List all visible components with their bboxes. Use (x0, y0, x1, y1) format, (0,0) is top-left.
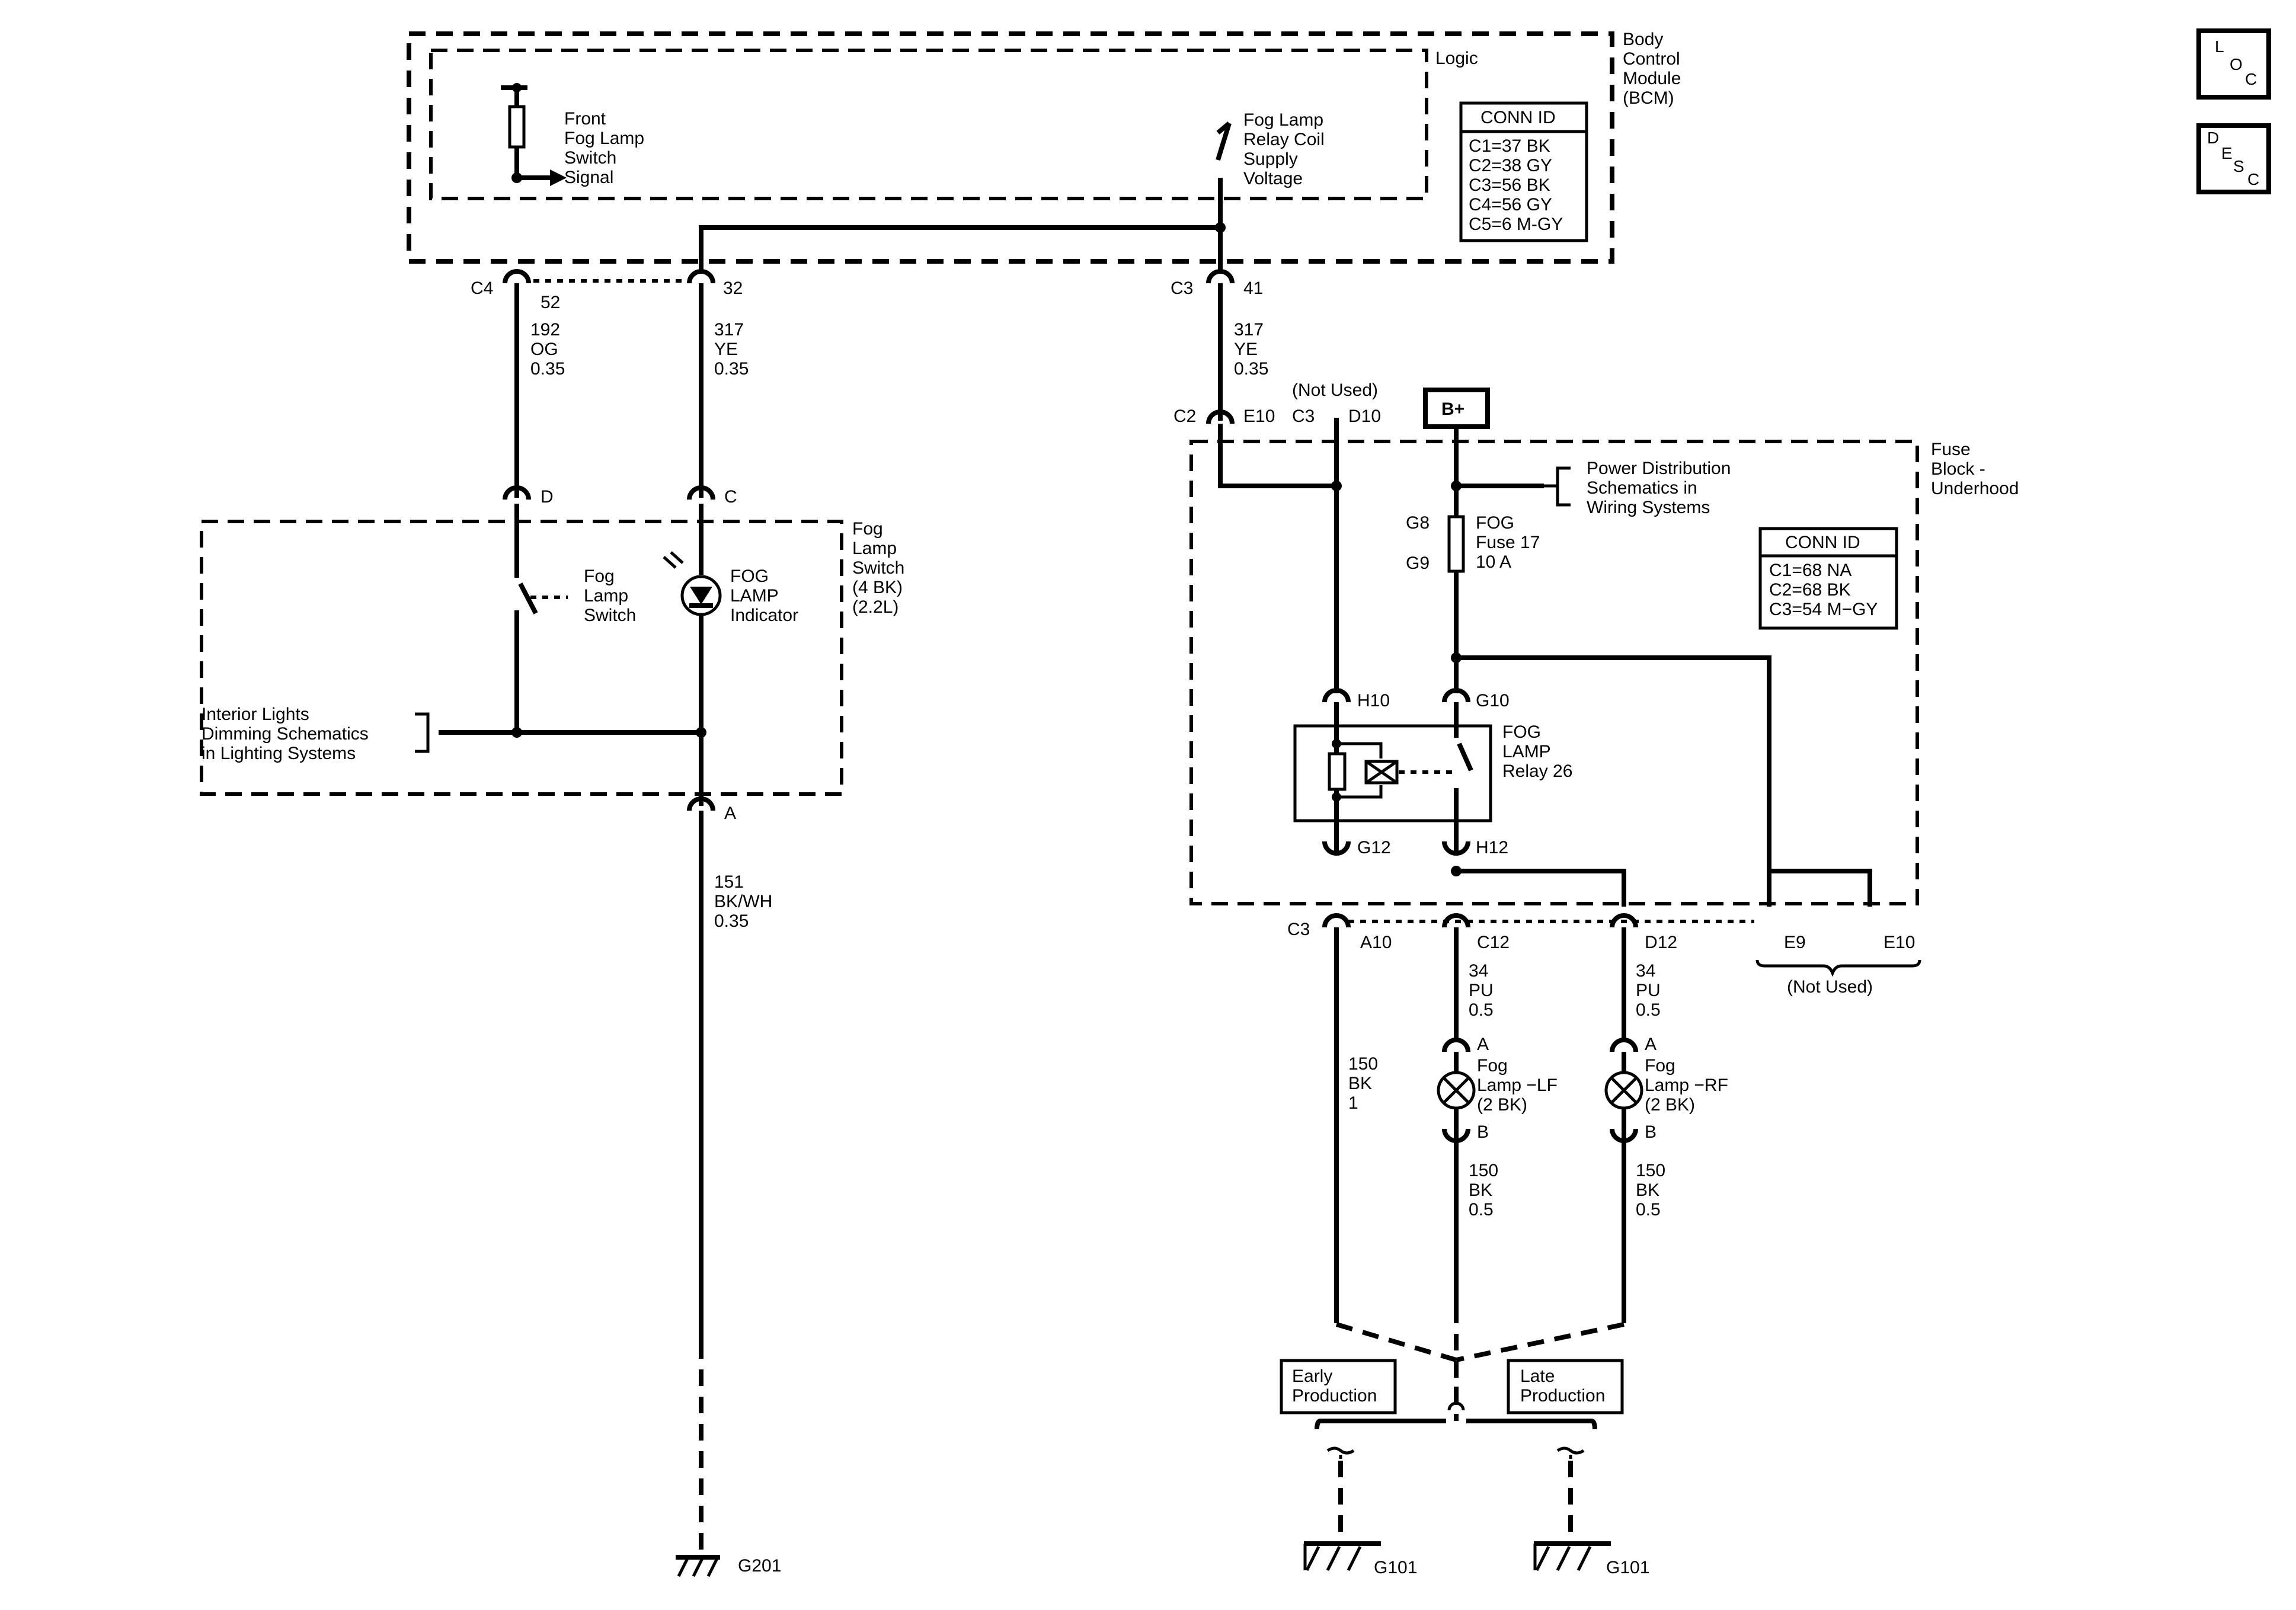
fb-conn-id-title: CONN ID (1785, 533, 1860, 552)
bcm-conn-id-title: CONN ID (1480, 108, 1556, 127)
bottom-e9-label: E9 (1784, 933, 1806, 952)
fog-fuse-label: FOG Fuse 17 10 A (1476, 513, 1545, 572)
battery-positive: B+ (1423, 388, 1490, 516)
fb-conn-row: C2=68 BK (1769, 580, 1851, 600)
bcm-switch-signal-input: Front Fog Lamp Switch Signal (501, 83, 649, 187)
switch-pin-c: C (724, 487, 737, 507)
fuse-block-underhood: Fuse Block - Underhood Power Distributio… (1189, 424, 2019, 907)
bcm-conn-row: C4=56 GY (1469, 195, 1552, 215)
bcm-conn-row: C3=56 BK (1469, 175, 1550, 195)
conn-32-pin: 32 (723, 279, 743, 298)
desc-letter: E (2221, 144, 2233, 162)
fog-lamp-switch: D C Fog Lamp Switch (4 BK) (2.2L) Fog La… (200, 485, 910, 823)
bplus-label: B+ (1441, 399, 1464, 419)
loc-letter: O (2230, 55, 2243, 73)
desc-legend-box: D E S C (2196, 123, 2271, 194)
bcm-switch-signal-label: Front Fog Lamp Switch Signal (564, 109, 649, 187)
bottom-e10-label: E10 (1884, 933, 1915, 952)
bcm-conn-row: C2=38 GY (1469, 156, 1552, 175)
fog-lamp-lf: A B Fog Lamp −LF (2 BK) (1437, 1035, 1562, 1143)
bottom-c12-label: C12 (1477, 933, 1510, 952)
wire-150-rf-label: 150 BK 0.5 (1636, 1161, 1670, 1219)
ground-g101-right: G101 (1533, 1446, 1649, 1577)
switch-pin-a: A (724, 804, 736, 823)
ground-g101-left: G101 (1303, 1446, 1417, 1577)
desc-letter: D (2207, 129, 2219, 147)
relay-g10-label: G10 (1476, 691, 1510, 710)
conn-c3-label: C3 (1171, 279, 1193, 298)
lf-pin-b: B (1477, 1122, 1489, 1142)
conn-41-pin: 41 (1243, 279, 1263, 298)
ground-g101-left-label: G101 (1374, 1558, 1417, 1577)
ground-g101-right-label: G101 (1606, 1558, 1649, 1577)
ground-g201: G201 (676, 1555, 781, 1577)
fog-lamp-rf: A B Fog Lamp −RF (2 BK) (1604, 1035, 1733, 1143)
rf-pin-a: A (1645, 1035, 1657, 1054)
fuse-block-conn-id-table: CONN ID C1=68 NA C2=68 BK C3=54 M−GY (1758, 527, 1898, 630)
fb-e10-label: E10 (1243, 406, 1275, 426)
fb-conn-row: C1=68 NA (1769, 561, 1851, 580)
bottom-not-used-label: (Not Used) (1787, 977, 1873, 997)
ground-g201-label: G201 (738, 1556, 781, 1576)
late-production-label: Late Production (1520, 1366, 1605, 1406)
fb-not-used-top: (Not Used) (1292, 380, 1378, 400)
wire-317-right-label: 317 YE 0.35 (1234, 320, 1268, 379)
desc-letter: S (2233, 157, 2244, 175)
fb-c2-label: C2 (1173, 406, 1196, 426)
rf-pin-b: B (1645, 1122, 1657, 1142)
wire-151-label: 151 BK/WH 0.35 (714, 872, 778, 931)
fb-c3-label: C3 (1292, 406, 1315, 426)
fuse-block-title: Fuse Block - Underhood (1931, 440, 2019, 498)
relay-h10-label: H10 (1357, 691, 1390, 710)
power-distribution-ref: Power Distribution Schematics in Wiring … (1587, 459, 1736, 517)
fog-switch-title: Fog Lamp Switch (4 BK) (2.2L) (852, 519, 910, 617)
bcm-internal-link (699, 225, 1223, 273)
fog-lamp-lf-label: Fog Lamp −LF (2 BK) (1477, 1056, 1562, 1115)
wire-192-label: 192 OG 0.35 (530, 320, 565, 379)
bcm-module: Logic Body Control Module (BCM) Front Fo… (407, 30, 1686, 264)
relay-h12-label: H12 (1476, 838, 1508, 857)
bottom-a10-label: A10 (1360, 933, 1392, 952)
bcm-conn-id-table: CONN ID C1=37 BK C2=38 GY C3=56 BK C4=56… (1459, 101, 1588, 242)
loc-letter: L (2215, 37, 2224, 56)
lf-pin-a: A (1477, 1035, 1489, 1054)
bcm-connectors: C4 52 32 C3 41 (471, 269, 1263, 312)
desc-letter: C (2247, 170, 2259, 188)
early-production-box: Early Production (1280, 1359, 1397, 1414)
late-production-box: Late Production (1507, 1359, 1624, 1414)
dimming-schematics-ref: Interior Lights Dimming Schematics in Li… (202, 705, 373, 763)
early-production-label: Early Production (1292, 1366, 1377, 1406)
bcm-logic-label: Logic (1435, 49, 1478, 68)
fog-indicator-label: FOG LAMP Indicator (730, 566, 798, 625)
loc-letter: C (2245, 70, 2257, 88)
fog-relay-label: FOG LAMP Relay 26 (1502, 722, 1572, 781)
bcm-conn-row: C5=6 M-GY (1469, 215, 1563, 234)
fog-lamp-relay: H10 G10 FOG LAMP Relay 26 (1293, 688, 1572, 857)
loc-legend-box: L O C (2196, 28, 2271, 100)
wire-34-rf-label: 34 PU 0.5 (1636, 961, 1665, 1020)
fog-lamp-rf-label: Fog Lamp −RF (2 BK) (1645, 1056, 1733, 1115)
fb-d10-label: D10 (1348, 406, 1381, 426)
bottom-c3-label: C3 (1287, 920, 1310, 939)
fuse-g9-label: G9 (1406, 553, 1430, 573)
switch-pin-d: D (541, 487, 554, 507)
ground-splice (1315, 1307, 1626, 1430)
fuse-block-c3-connector: C3 A10 C12 D12 E9 E10 (Not Used) (1287, 913, 1921, 997)
bottom-d12-label: D12 (1645, 933, 1677, 952)
fb-conn-row: C3=54 M−GY (1769, 600, 1878, 619)
bcm-relay-supply-switch: Fog Lamp Relay Coil Supply Voltage (1216, 110, 1329, 228)
conn-c4-label: C4 (471, 279, 493, 298)
wire-150-1-label: 150 BK 1 (1348, 1054, 1383, 1113)
wire-317-left-label: 317 YE 0.35 (714, 320, 749, 379)
relay-g12-label: G12 (1357, 838, 1391, 857)
fog-switch-contact-label: Fog Lamp Switch (584, 566, 636, 625)
bcm-conn-row: C1=37 BK (1469, 136, 1550, 156)
wire-34-lf-label: 34 PU 0.5 (1469, 961, 1498, 1020)
conn-c4-pin: 52 (541, 293, 560, 312)
fuse-g8-label: G8 (1406, 513, 1430, 533)
bcm-title: Body Control Module (BCM) (1623, 30, 1686, 108)
bcm-relay-supply-label: Fog Lamp Relay Coil Supply Voltage (1243, 110, 1329, 188)
wire-150-lf-label: 150 BK 0.5 (1469, 1161, 1503, 1219)
